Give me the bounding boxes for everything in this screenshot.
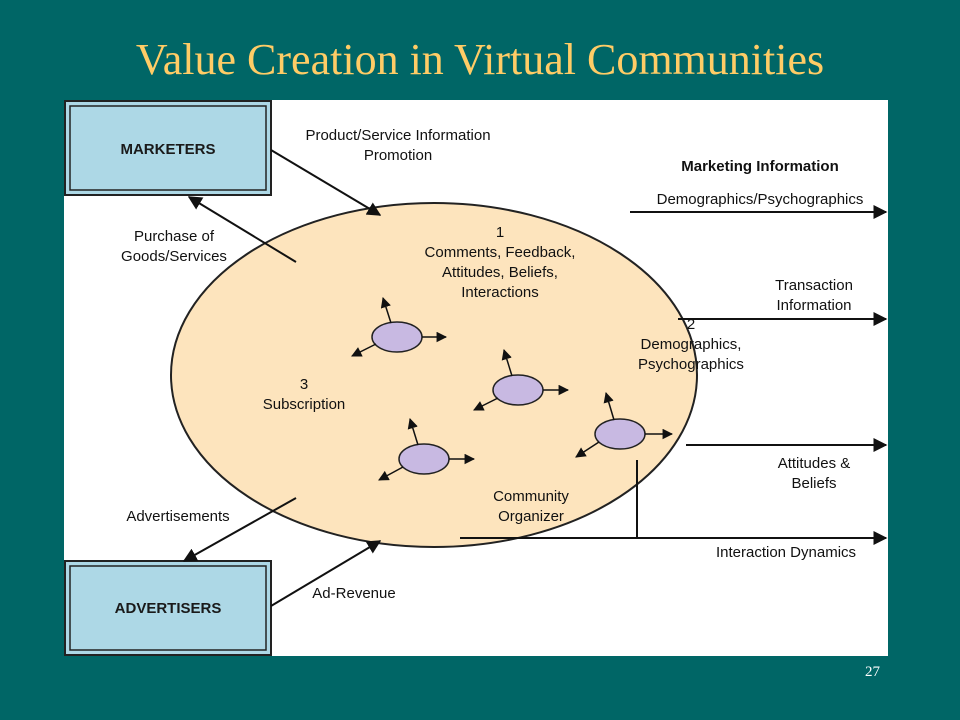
region2-label: Demographics, bbox=[641, 336, 742, 353]
region3-number: 3 bbox=[300, 376, 308, 393]
advertisers-label: ADVERTISERS bbox=[115, 600, 222, 617]
community-ellipse bbox=[170, 202, 698, 548]
product-info-label: Product/Service Information bbox=[305, 127, 490, 144]
demographics-label: Demographics/Psychographics bbox=[657, 191, 864, 208]
region1-label: Comments, Feedback, bbox=[425, 244, 576, 261]
purchase-label-line2: Goods/Services bbox=[121, 248, 227, 265]
purchase-arrow bbox=[187, 196, 297, 263]
organizer-label: Community bbox=[493, 488, 569, 505]
region2-number: 2 bbox=[687, 316, 695, 333]
member-node bbox=[378, 417, 476, 481]
member-node bbox=[473, 348, 570, 411]
purchase-label: Purchase of bbox=[134, 228, 215, 245]
member-node bbox=[351, 296, 448, 357]
marketing-info-header: Marketing Information bbox=[681, 158, 839, 175]
region1-number: 1 bbox=[496, 224, 504, 241]
region2-label-line2: Psychographics bbox=[638, 356, 744, 373]
region1-label-line2: Attitudes, Beliefs, bbox=[442, 264, 558, 281]
product-info-arrow bbox=[270, 149, 382, 216]
organizer-label-line2: Organizer bbox=[498, 508, 564, 525]
diagram-panel: MARKETERS ADVERTISERS bbox=[64, 100, 888, 656]
advertisers-box: ADVERTISERS bbox=[64, 560, 272, 656]
marketers-label: MARKETERS bbox=[120, 141, 215, 158]
marketers-box: MARKETERS bbox=[64, 100, 272, 196]
ad-revenue-arrow bbox=[270, 540, 382, 607]
interaction-dynamics-label: Interaction Dynamics bbox=[716, 544, 856, 561]
advertisements-label: Advertisements bbox=[126, 508, 229, 525]
promotion-label: Promotion bbox=[364, 147, 432, 164]
value-creation-diagram: MARKETERS ADVERTISERS bbox=[64, 100, 888, 656]
region1-label-line3: Interactions bbox=[461, 284, 539, 301]
transaction-label-line2: Information bbox=[776, 297, 851, 314]
region3-label: Subscription bbox=[263, 396, 346, 413]
attitudes-label: Attitudes & bbox=[778, 455, 851, 472]
attitudes-label-line2: Beliefs bbox=[791, 475, 836, 492]
member-node bbox=[575, 391, 674, 458]
ad-revenue-label: Ad-Revenue bbox=[312, 585, 395, 602]
advertisements-arrow bbox=[182, 497, 297, 562]
slide-title: Value Creation in Virtual Communities bbox=[135, 35, 825, 84]
transaction-label: Transaction bbox=[775, 277, 853, 294]
slide-number: 27 bbox=[865, 664, 880, 680]
